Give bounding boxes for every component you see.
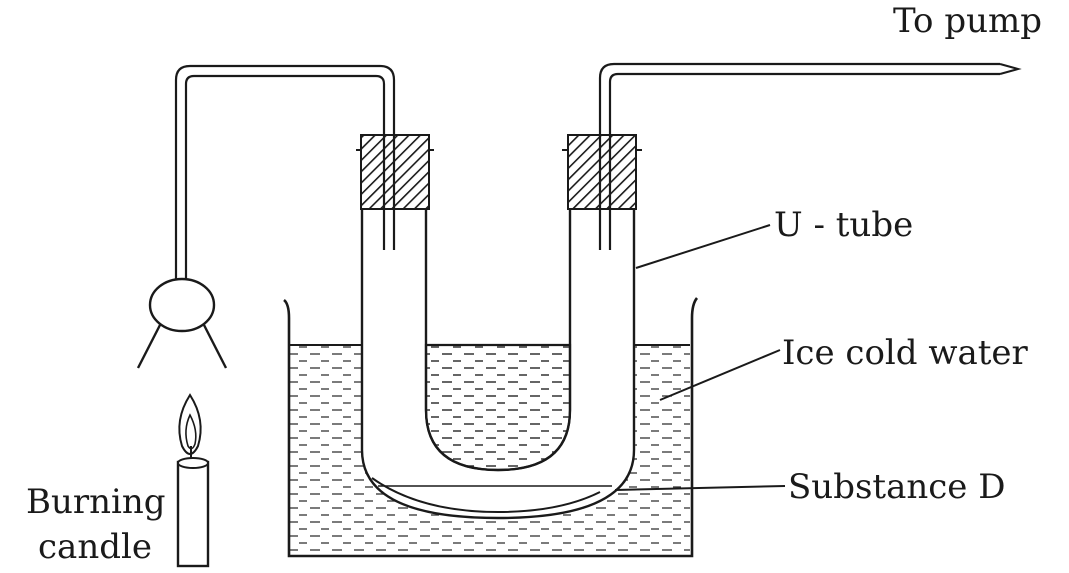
leader-lines [614, 224, 786, 491]
label-to-pump: To pump [893, 1, 1042, 41]
label-burning: Burning [26, 482, 166, 522]
u-tube [360, 203, 636, 520]
label-candle: candle [38, 527, 152, 567]
inlet-tube [174, 64, 396, 282]
outlet-tube [598, 62, 1000, 250]
pump-arrow [999, 63, 1022, 75]
label-substance-d: Substance D [788, 467, 1005, 507]
label-u-tube: U - tube [774, 205, 913, 245]
candle [176, 393, 210, 568]
funnel [136, 277, 228, 369]
right-stopper [562, 134, 642, 210]
label-ice-cold-water: Ice cold water [782, 333, 1029, 373]
